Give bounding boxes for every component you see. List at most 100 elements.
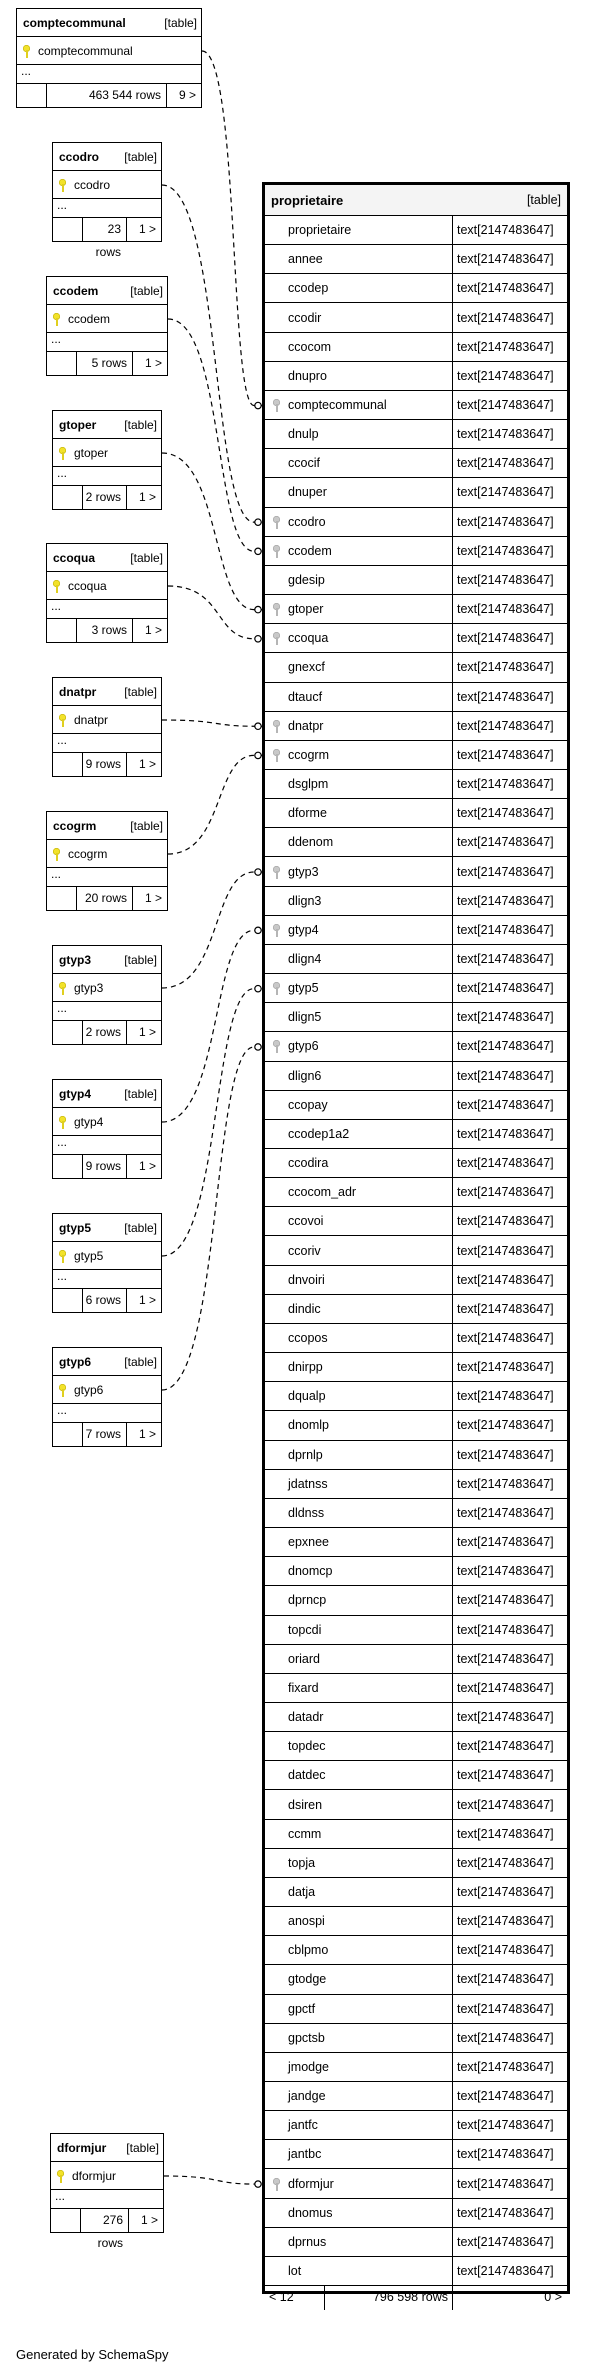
children-link[interactable]: 1 > bbox=[138, 1293, 156, 1307]
primary-key-row[interactable]: gtyp6 bbox=[53, 1376, 161, 1404]
ref-table-comptecommunal[interactable]: comptecommunal[table]comptecommunal...46… bbox=[16, 8, 202, 108]
primary-key-row[interactable]: ccodro bbox=[53, 171, 161, 199]
parents-link[interactable]: < 12 bbox=[265, 2286, 325, 2311]
primary-key-row[interactable]: comptecommunal bbox=[17, 37, 201, 65]
children-link[interactable]: 1 > bbox=[144, 356, 162, 370]
children-link[interactable]: 1 > bbox=[138, 222, 156, 236]
primary-key-row[interactable]: gtyp5 bbox=[53, 1242, 161, 1270]
children-link[interactable]: 1 > bbox=[138, 1427, 156, 1441]
children-link[interactable]: 1 > bbox=[138, 1159, 156, 1173]
primary-key-row[interactable]: dnatpr bbox=[53, 706, 161, 734]
primary-key-row[interactable]: ccogrm bbox=[47, 840, 167, 868]
children-link[interactable]: 9 > bbox=[178, 88, 196, 102]
primary-key-row[interactable]: gtyp4 bbox=[53, 1108, 161, 1136]
children-link[interactable]: 1 > bbox=[144, 891, 162, 905]
primary-key-row[interactable]: gtyp3 bbox=[53, 974, 161, 1002]
children-link[interactable]: 1 > bbox=[138, 490, 156, 504]
children-link[interactable]: 1 > bbox=[138, 757, 156, 771]
primary-key-row[interactable]: ccoqua bbox=[47, 572, 167, 600]
primary-key-row[interactable]: ccodem bbox=[47, 305, 167, 333]
children-link[interactable]: 1 > bbox=[140, 2213, 158, 2227]
children-link[interactable]: 1 > bbox=[138, 1025, 156, 1039]
children-link[interactable]: 0 > bbox=[544, 2290, 562, 2305]
